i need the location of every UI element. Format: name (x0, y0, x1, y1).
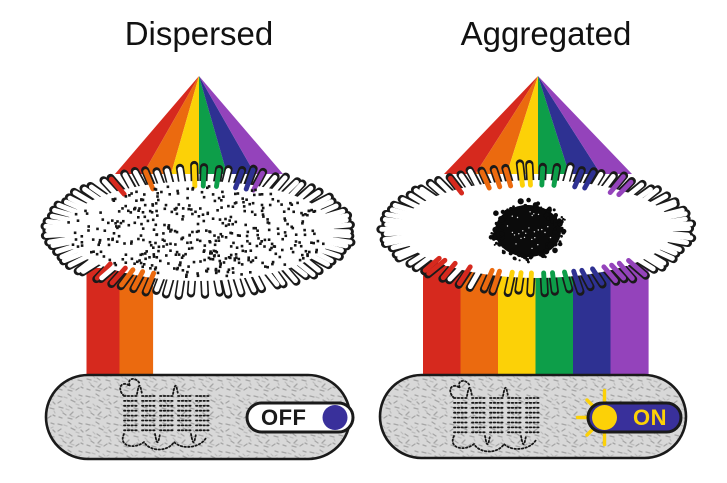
switch-knob-off-icon (322, 405, 348, 430)
cell-fringe-fill (43, 163, 353, 297)
dispersed-art (40, 76, 356, 461)
dispersed-nanoparticle-dots (67, 185, 325, 278)
aggregated-art (376, 76, 697, 460)
rainbow-light-cone (444, 76, 632, 174)
panel-dispersed: Dispersed OFF (40, 15, 356, 461)
indicator-switch-on: ON (575, 388, 683, 447)
panel-title-aggregated: Aggregated (461, 15, 632, 52)
membrane-protein-squiggle (449, 380, 540, 453)
panel-title-dispersed: Dispersed (125, 15, 274, 52)
switch-knob-on-icon (592, 405, 617, 430)
cell-fringe-fill (379, 162, 694, 295)
switch-label-off: OFF (261, 405, 307, 430)
panel-aggregated: Aggregated ON (376, 15, 697, 460)
membrane-protein-squiggle (119, 378, 210, 451)
nanoparticle-aggregate (488, 197, 567, 264)
switch-label-on: ON (633, 405, 667, 430)
rainbow-light-cone (115, 76, 283, 174)
indicator-switch-off: OFF (245, 401, 355, 434)
bacterium-capsule (378, 373, 688, 460)
